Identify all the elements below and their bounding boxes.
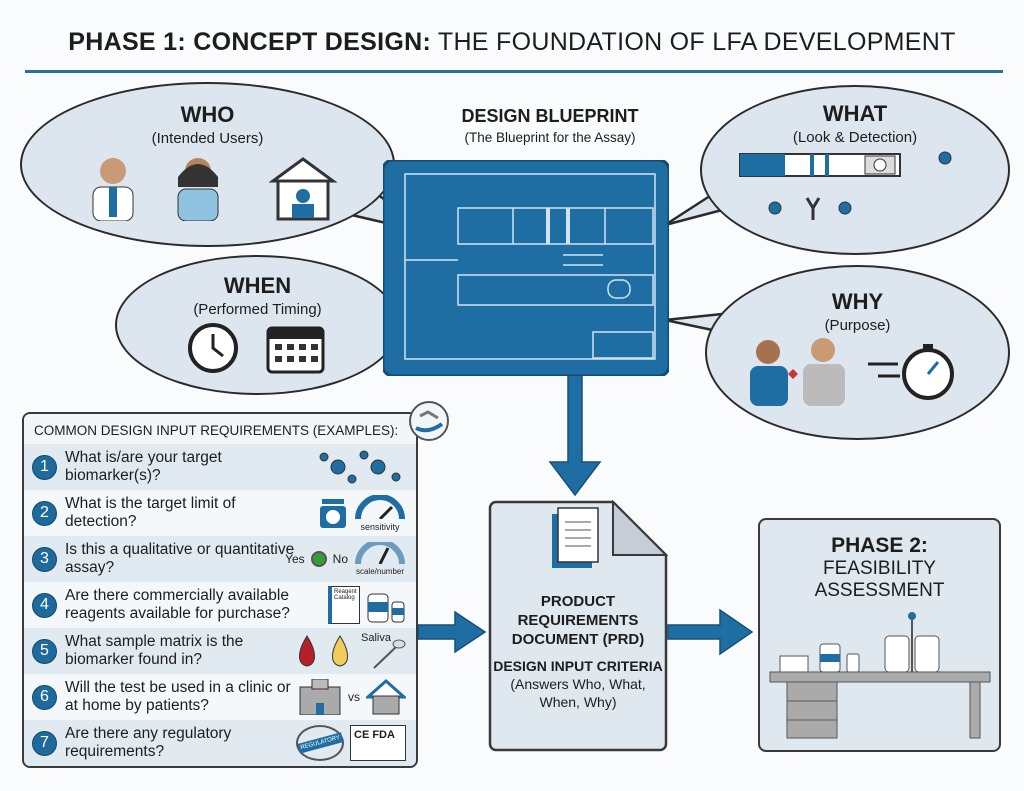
drops-icon <box>299 635 348 667</box>
detection-icons <box>739 151 952 220</box>
gauge-label: scale/number <box>355 567 405 576</box>
item-question: What is the target limit of detection? <box>65 495 236 530</box>
item-number: 6 <box>32 684 57 710</box>
bottles-icon <box>367 593 405 623</box>
arrow-panel-prd <box>417 610 487 654</box>
antibody-icons <box>768 151 952 215</box>
prd-title: PRODUCT REQUIREMENTS DOCUMENT (PRD) <box>511 593 645 648</box>
item-number: 7 <box>32 730 57 756</box>
item-number: 1 <box>32 454 57 480</box>
panel-header: COMMON DESIGN INPUT REQUIREMENTS (EXAMPL… <box>24 414 416 444</box>
gauge-icon <box>355 493 405 520</box>
item-question: Is this a qualitative or quantitative as… <box>65 541 295 576</box>
item-question: Will the test be used in a clinic or at … <box>65 679 291 714</box>
stopwatch-icon <box>867 344 954 400</box>
item-number: 3 <box>32 546 57 572</box>
what-sub: (Look & Detection) <box>792 129 918 146</box>
item-question: What sample matrix is the biomarker foun… <box>65 633 244 668</box>
when-heading: WHEN <box>223 273 292 298</box>
title-rest: THE FOUNDATION OF LFA DEVELOPMENT <box>431 28 956 56</box>
item-number: 2 <box>32 500 57 526</box>
arrow-prd-phase2 <box>667 608 754 656</box>
home-icon <box>366 679 406 715</box>
molecule-icon <box>319 450 401 484</box>
certificate-icon: CE FDA <box>350 725 406 761</box>
clinic-icon <box>299 679 341 715</box>
what-bubble: WHAT (Look & Detection) <box>700 85 1010 255</box>
item-question: Are there commercially available reagent… <box>65 587 290 622</box>
list-item: 4 Are there commercially available reagen… <box>24 582 416 628</box>
saliva-label: Saliva <box>361 632 391 644</box>
item-number: 5 <box>32 638 57 664</box>
list-item: 6 Will the test be used in a clinic or at… <box>24 674 416 720</box>
item-question: Are there any regulatory requirements? <box>65 725 232 760</box>
when-bubble: WHEN (Performed Timing) <box>115 255 400 395</box>
page-title: PHASE 1: CONCEPT DESIGN: THE FOUNDATION … <box>0 28 1024 57</box>
what-heading: WHAT <box>822 101 888 126</box>
test-strip-icon <box>739 153 901 177</box>
calendar-icon <box>266 326 324 374</box>
phase2-title: PHASE 2: <box>831 534 928 557</box>
gauge-icon <box>355 539 405 565</box>
why-bubble: WHY (Purpose) <box>705 265 1010 440</box>
no-label: No <box>332 552 348 566</box>
vs-label: vs <box>348 690 360 704</box>
lab-tech-icon <box>177 158 218 222</box>
swab-icon <box>373 639 406 669</box>
catalog-icon: Reagent Catalog <box>328 586 360 624</box>
handshake-icon <box>409 401 449 441</box>
why-sub: (Purpose) <box>824 317 891 334</box>
phase2-subtitle: FEASIBILITY ASSESSMENT <box>814 558 945 601</box>
yes-label: Yes <box>285 552 305 566</box>
list-item: 1 What is/are your target biomarker(s)? <box>24 444 416 490</box>
clock-icon <box>187 323 238 373</box>
requirements-list: 1 What is/are your target biomarker(s)? 2… <box>24 444 416 766</box>
users-icons <box>92 157 338 222</box>
title-divider <box>25 70 1003 73</box>
purpose-icons <box>749 338 954 406</box>
prd-document: PRODUCT REQUIREMENTS DOCUMENT (PRD) DESI… <box>488 500 668 752</box>
antibody-y-icon <box>805 197 821 220</box>
doctor-icon <box>92 158 133 222</box>
title-bold: PHASE 1: CONCEPT DESIGN: <box>68 28 432 56</box>
when-sub: (Performed Timing) <box>193 301 322 318</box>
blueprint-heading: DESIGN BLUEPRINT <box>461 106 639 126</box>
why-heading: WHY <box>831 289 884 314</box>
phase2-box: PHASE 2: FEASIBILITY ASSESSMENT <box>758 518 1001 752</box>
timing-icons <box>187 323 324 374</box>
lab-bench-icon <box>769 612 990 739</box>
home-user-icon <box>267 157 338 221</box>
gauge-label: sensitivity <box>360 521 400 532</box>
blueprint-title: DESIGN BLUEPRINT (The Blueprint for the … <box>420 106 680 145</box>
regulatory-stamp-icon: REGULATORY <box>297 732 343 754</box>
prd-subtitle: DESIGN INPUT CRITERIA <box>493 658 663 674</box>
who-heading: WHO <box>180 102 235 127</box>
scale-icon <box>320 499 346 528</box>
list-item: 5 What sample matrix is the biomarker fou… <box>24 628 416 674</box>
prd-note: (Answers Who, What, When, Why) <box>510 676 646 710</box>
toggle-indicator-icon <box>310 551 327 567</box>
arrow-down <box>548 371 602 497</box>
who-sub: (Intended Users) <box>151 130 264 147</box>
list-item: 3 Is this a qualitative or quantitative a… <box>24 536 416 582</box>
item-number: 4 <box>32 592 57 618</box>
blueprint-sub: (The Blueprint for the Assay) <box>464 130 636 145</box>
document-icon <box>552 507 599 568</box>
patient-care-icon <box>749 338 845 406</box>
who-bubble: WHO (Intended Users) <box>20 82 395 247</box>
blueprint-graphic <box>383 160 669 376</box>
requirements-panel: COMMON DESIGN INPUT REQUIREMENTS (EXAMPL… <box>22 412 418 768</box>
item-question: What is/are your target biomarker(s)? <box>65 449 222 484</box>
